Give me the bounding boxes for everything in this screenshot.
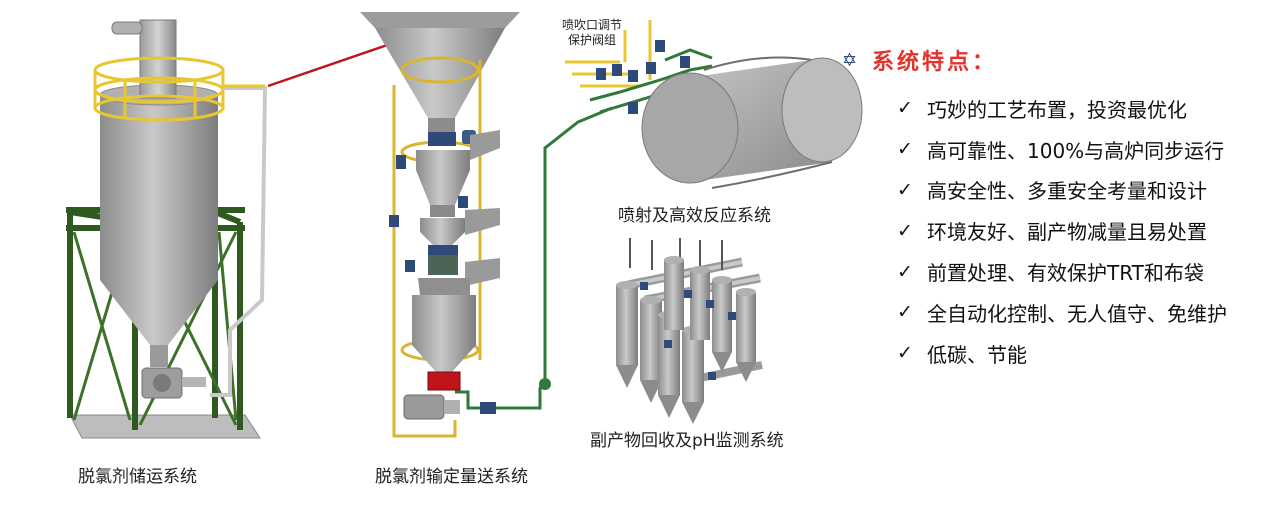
feature-text: 全自动化控制、无人值守、免维护 [927, 301, 1227, 326]
list-item: ✓ 高可靠性、100%与高炉同步运行 [897, 129, 1272, 170]
check-icon: ✓ [897, 219, 913, 242]
feature-title: 系统特点： [872, 50, 998, 75]
list-item: ✓ 全自动化控制、无人值守、免维护 [897, 292, 1272, 333]
check-icon: ✓ [897, 342, 913, 365]
check-icon: ✓ [897, 138, 913, 161]
feature-text: 低碳、节能 [927, 342, 1027, 367]
list-item: ✓ 前置处理、有效保护TRT和布袋 [897, 251, 1272, 292]
list-item: ✓ 巧妙的工艺布置，投资最优化 [897, 88, 1272, 129]
feature-text: 高安全性、多重安全考量和设计 [927, 179, 1207, 204]
feature-text: 高可靠性、100%与高炉同步运行 [927, 138, 1225, 163]
feature-header: ✡ 系统特点： [842, 44, 1272, 76]
caption-dosing-system: 脱氯剂输定量送系统 [375, 467, 528, 487]
recovery-system [616, 238, 763, 424]
feature-text: 前置处理、有效保护TRT和布袋 [927, 261, 1204, 286]
storage-silo [66, 19, 268, 439]
check-icon: ✓ [897, 260, 913, 283]
caption-valve-group-line1: 喷吹口调节 [562, 18, 623, 32]
check-icon: ✓ [897, 178, 913, 201]
check-icon: ✓ [897, 97, 913, 120]
caption-valve-group-line2: 保护阀组 [568, 33, 617, 47]
feature-text: 环境友好、副产物减量且易处置 [927, 220, 1207, 245]
conveying-pipe [455, 106, 613, 410]
feature-text: 巧妙的工艺布置，投资最优化 [927, 97, 1187, 122]
injection-system [565, 20, 863, 189]
list-item: ✓ 低碳、节能 [897, 333, 1272, 374]
star-of-david-icon: ✡ [842, 49, 858, 71]
scrubber-vessels [616, 256, 756, 424]
caption-injection-system: 喷射及高效反应系统 [618, 206, 771, 226]
list-item: ✓ 高安全性、多重安全考量和设计 [897, 170, 1272, 211]
feature-panel: ✡ 系统特点： ✓ 巧妙的工艺布置，投资最优化 ✓ 高可靠性、100%与高炉同步运行… [842, 44, 1272, 374]
dosing-tower [360, 12, 520, 438]
check-icon: ✓ [897, 301, 913, 324]
caption-recovery-system: 副产物回收及pH监测系统 [590, 431, 784, 451]
feature-list: ✓ 巧妙的工艺布置，投资最优化 ✓ 高可靠性、100%与高炉同步运行 ✓ 高安全性、多… [842, 88, 1272, 374]
caption-valve-group: 喷吹口调节 保护阀组 [562, 18, 622, 48]
connector-line [267, 40, 397, 88]
list-item: ✓ 环境友好、副产物减量且易处置 [897, 210, 1272, 251]
caption-storage-system: 脱氯剂储运系统 [78, 467, 197, 487]
